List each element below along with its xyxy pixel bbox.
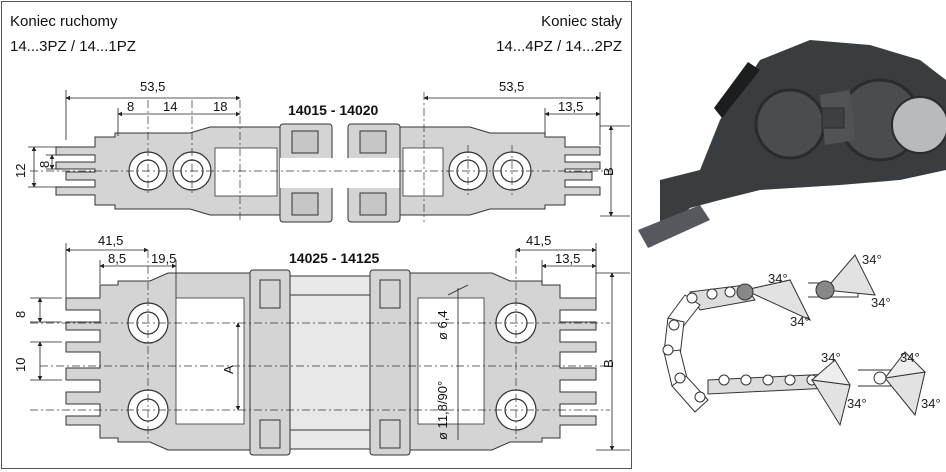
dim-bottom-19-5: 19,5 — [151, 251, 177, 266]
dim-bottom-hole-large: ø 11,8/90° — [435, 380, 450, 440]
angle-label-u-mid: 34° — [790, 314, 810, 329]
dim-bottom-10: 10 — [13, 357, 28, 372]
dim-bottom-b: B — [601, 359, 616, 368]
moving-end-title: Koniec ruchomy — [10, 13, 118, 30]
angle-diagrams: 34° 34° 34° 34° 34° 34° 34° 34° — [662, 252, 941, 427]
dim-top-overall-right: 53,5 — [499, 79, 525, 94]
dim-top-8: 8 — [127, 99, 135, 114]
dim-top-14: 14 — [163, 99, 178, 114]
dim-bottom-13-5: 13,5 — [555, 251, 581, 266]
u-shaped-chain — [662, 284, 831, 413]
bottom-middle-links — [249, 269, 411, 456]
dim-top-8-vertical: 8 — [37, 160, 52, 168]
angle-label-u-right-bottom: 34° — [847, 396, 867, 411]
single-link-top — [808, 254, 876, 300]
top-view-title: 14015 - 14020 — [286, 102, 381, 118]
dim-top-b: B — [601, 167, 616, 176]
dim-bottom-8-5: 8,5 — [108, 251, 127, 266]
dim-bottom-hole-small: ø 6,4 — [435, 310, 450, 340]
dim-bottom-overall-right: 41,5 — [526, 233, 552, 248]
dim-bottom-8: 8 — [13, 310, 28, 318]
drawing-frame — [1, 1, 632, 469]
dim-top-12: 12 — [13, 163, 28, 178]
angle-label-single-top: 34° — [862, 252, 882, 267]
angle-label-single-bottom: 34° — [900, 350, 920, 365]
bottom-view-title: 14025 - 14125 — [287, 250, 382, 266]
dim-bottom-a: A — [221, 365, 236, 374]
bottom-view-drawing — [30, 243, 630, 456]
angle-label-u-top: 34° — [768, 271, 788, 286]
top-view-drawing — [28, 90, 630, 223]
top-middle-links — [279, 123, 401, 223]
chain-photo — [638, 40, 946, 248]
moving-end-codes: 14...3PZ / 14...1PZ — [10, 38, 136, 55]
dim-bottom-overall-left: 41,5 — [98, 233, 124, 248]
angle-label-u-right-top: 34° — [821, 350, 841, 365]
fixed-end-codes: 14...4PZ / 14...2PZ — [496, 38, 622, 55]
angle-label-single-top-2: 34° — [871, 295, 891, 310]
dim-top-18: 18 — [213, 99, 228, 114]
dim-top-13-5: 13,5 — [558, 99, 584, 114]
dim-top-overall-left: 53,5 — [140, 79, 166, 94]
single-link-bottom — [858, 351, 927, 417]
fixed-end-title: Koniec stały — [541, 13, 622, 30]
angle-label-single-bottom-2: 34° — [921, 396, 941, 411]
